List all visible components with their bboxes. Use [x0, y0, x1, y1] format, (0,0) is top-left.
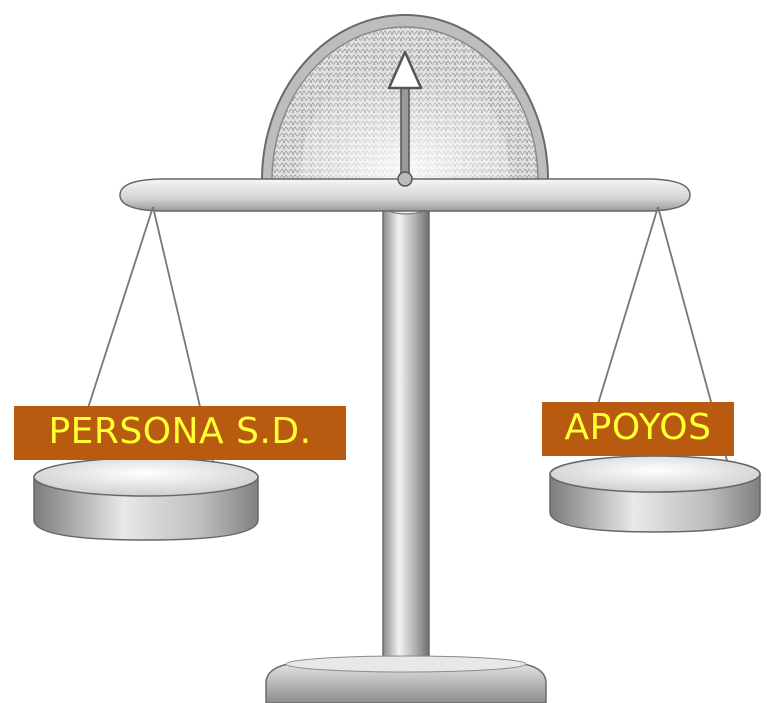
right-pan — [549, 455, 761, 533]
pillar — [382, 195, 430, 667]
left-pan — [33, 457, 259, 541]
left-pan-label: PERSONA S.D. — [14, 406, 346, 460]
right-pan-label: APOYOS — [542, 402, 734, 456]
beam — [119, 171, 691, 212]
base — [265, 655, 547, 703]
